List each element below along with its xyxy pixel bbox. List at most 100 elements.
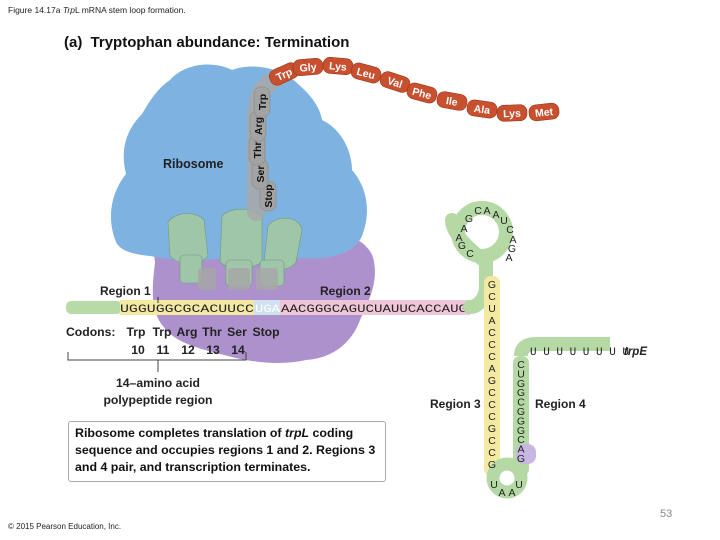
loop-right-nucleotide: C (506, 224, 514, 236)
loop-bottom-nucleotide: U (490, 479, 498, 491)
stem4-nucleotide: C (517, 434, 525, 446)
amino-acid-14: Met (528, 102, 560, 122)
stem3-nucleotide: C (488, 447, 496, 459)
amino-acid-2: Thr (248, 134, 266, 166)
stem3-nucleotide: A (488, 363, 495, 375)
polypeptide-line1: 14–amino acid (116, 376, 200, 390)
amino-acid-label: Val (386, 75, 404, 91)
amino-acid-label: Lys (503, 108, 521, 121)
codon-number: 11 (157, 343, 170, 357)
panel-letter: (a) (64, 34, 82, 51)
stem3-nucleotide: C (488, 387, 496, 399)
stem4-nucleotide: G (517, 453, 525, 465)
amino-acid-bead (436, 91, 468, 111)
codon-name: Ser (227, 325, 247, 339)
amino-acid-4: Trp (253, 86, 271, 118)
mrna-leader-left (66, 301, 122, 314)
amino-acid-1: Ser (251, 158, 269, 190)
loop-bottom-nucleotide: U (515, 479, 523, 491)
stem4-nucleotide: U (517, 368, 525, 380)
amino-acid-label: Gly (299, 61, 317, 74)
stem4-nucleotide: G (517, 425, 525, 437)
codon-number: 14 (231, 343, 245, 357)
ribosome-label: Ribosome (163, 157, 223, 171)
stem3-nucleotide: G (488, 279, 496, 291)
loop-left-nucleotide: C (466, 248, 474, 260)
loop-left-nucleotide: G (458, 240, 466, 252)
codon-name: Stop (252, 325, 279, 339)
panel-title: Tryptophan abundance: Termination (91, 34, 350, 51)
amino-acid-label: Lys (329, 60, 348, 74)
ribosome-large-subunit (110, 64, 367, 262)
region4-marker (516, 444, 536, 464)
trpe-gene-label: trpE (624, 346, 647, 358)
amino-acid-label: Stop (263, 184, 275, 207)
mrna-stop-band (254, 300, 280, 315)
loop-right-nucleotide: A (505, 252, 512, 264)
loop-bottom-nucleotide: A (508, 487, 515, 499)
stem3-nucleotide: C (488, 435, 496, 447)
stem3-nucleotide: C (488, 339, 496, 351)
region2-label: Region 2 (320, 284, 371, 298)
stem3-nucleotide: C (488, 411, 496, 423)
stem4-nucleotide: C (517, 359, 525, 371)
stem-loop-bottom-loop (486, 457, 528, 499)
stem3-nucleotide: C (488, 399, 496, 411)
polypeptide-bracket (67, 352, 247, 372)
region1-label: Region 1 (100, 284, 151, 298)
stem-loop (445, 201, 610, 499)
svg-text:(a) Tryptophan abundance:: (a) Tryptophan abundance: Termination (64, 34, 349, 51)
amino-acid-13: Lys (496, 104, 528, 122)
amino-acid-8: Leu (350, 62, 382, 84)
mrna-region2-band (280, 300, 470, 315)
amino-acid-bead (528, 102, 560, 122)
amino-acid-11: Ile (436, 91, 468, 111)
amino-acid-label: Met (534, 106, 554, 120)
stem3-nucleotide: C (488, 327, 496, 339)
trna-e-site (167, 213, 209, 264)
copyright: © 2015 Pearson Education, Inc. (8, 522, 122, 531)
stem3-nucleotide: G (488, 423, 496, 435)
amino-acid-6: Gly (292, 58, 324, 76)
amino-acid-10: Phe (406, 82, 438, 104)
amino-acid-label: Arg (253, 117, 265, 135)
stem3-nucleotide: G (488, 459, 496, 471)
codon-name: Trp (127, 325, 146, 339)
stem3-nucleotide: A (488, 315, 495, 327)
info-box: Ribosome completes translation of trpL c… (68, 421, 386, 482)
amino-acid-label: Trp (257, 94, 269, 110)
loop-left-nucleotide: A (455, 232, 462, 244)
stem3-nucleotide: U (488, 303, 496, 315)
stem4-nucleotide: A (517, 444, 524, 456)
stem3-band (484, 276, 500, 476)
stem4-nucleotide: G (517, 406, 525, 418)
amino-acid-bead (350, 62, 382, 84)
polyu-tail-sequence: U U U U U U U U (530, 347, 629, 359)
codon-names: Trp Trp Arg Thr Ser Stop (127, 325, 280, 339)
amino-acid-bead (406, 82, 438, 104)
region3-label: Region 3 (430, 397, 481, 411)
codon-name: Arg (177, 325, 198, 339)
stem4-connector (514, 337, 610, 357)
amino-acid-12: Ala (466, 99, 498, 119)
loop-bottom-nucleotide: A (498, 487, 505, 499)
stop-codon-sequence: UGA (255, 304, 280, 316)
figure-caption: Figure 14.17a TrpL mRNA stem loop format… (8, 5, 186, 15)
mrna-region1-band (120, 300, 254, 315)
codon-name: Trp (153, 325, 172, 339)
loop-top-nucleotide: A (492, 209, 499, 221)
amino-acid-label: Ile (445, 95, 459, 109)
amino-acid-9: Val (379, 71, 411, 93)
codon-name: Thr (202, 325, 222, 339)
amino-acid-5: Trp (269, 62, 299, 86)
stem3-nucleotide: C (488, 291, 496, 303)
loop-top-nucleotide: U (500, 215, 508, 227)
amino-acid-label: Ala (473, 103, 491, 117)
stem4-nucleotide: G (517, 387, 525, 399)
loop-right-nucleotide: G (508, 243, 516, 255)
amino-acid-label: Leu (355, 66, 376, 82)
stem-loop-top-loop (451, 201, 513, 263)
region1-sequence: UGGUGGCGCACUUCC (120, 304, 254, 316)
